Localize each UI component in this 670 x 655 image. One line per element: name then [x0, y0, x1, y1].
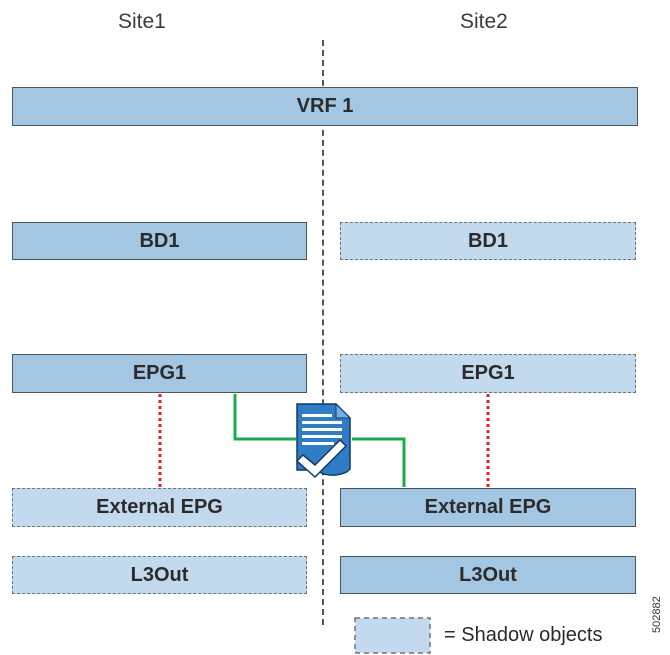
site1-label: Site1 [118, 10, 166, 33]
epg1-site1-box[interactable]: EPG1 [12, 354, 307, 393]
l3out-site1-shadow-box[interactable]: L3Out [12, 556, 307, 594]
bd1-site2-shadow-box[interactable]: BD1 [340, 222, 636, 260]
external-epg-site1-shadow-box[interactable]: External EPG [12, 488, 307, 527]
external-epg-site2-box[interactable]: External EPG [340, 488, 636, 527]
contract-line-provider [233, 394, 296, 441]
contract-document-check-icon [295, 402, 352, 479]
l3out-site2-box[interactable]: L3Out [340, 556, 636, 594]
site-divider [322, 40, 324, 625]
epg1-site2-shadow-box[interactable]: EPG1 [340, 354, 636, 393]
vrf-box[interactable]: VRF 1 [12, 87, 638, 126]
contract-line-consumer [352, 437, 406, 487]
figure-number: 502882 [651, 596, 663, 634]
legend-label: = Shadow objects [444, 624, 603, 646]
bd1-site1-box[interactable]: BD1 [12, 222, 307, 260]
legend-shadow-swatch [354, 617, 431, 654]
site2-label: Site2 [460, 10, 508, 33]
